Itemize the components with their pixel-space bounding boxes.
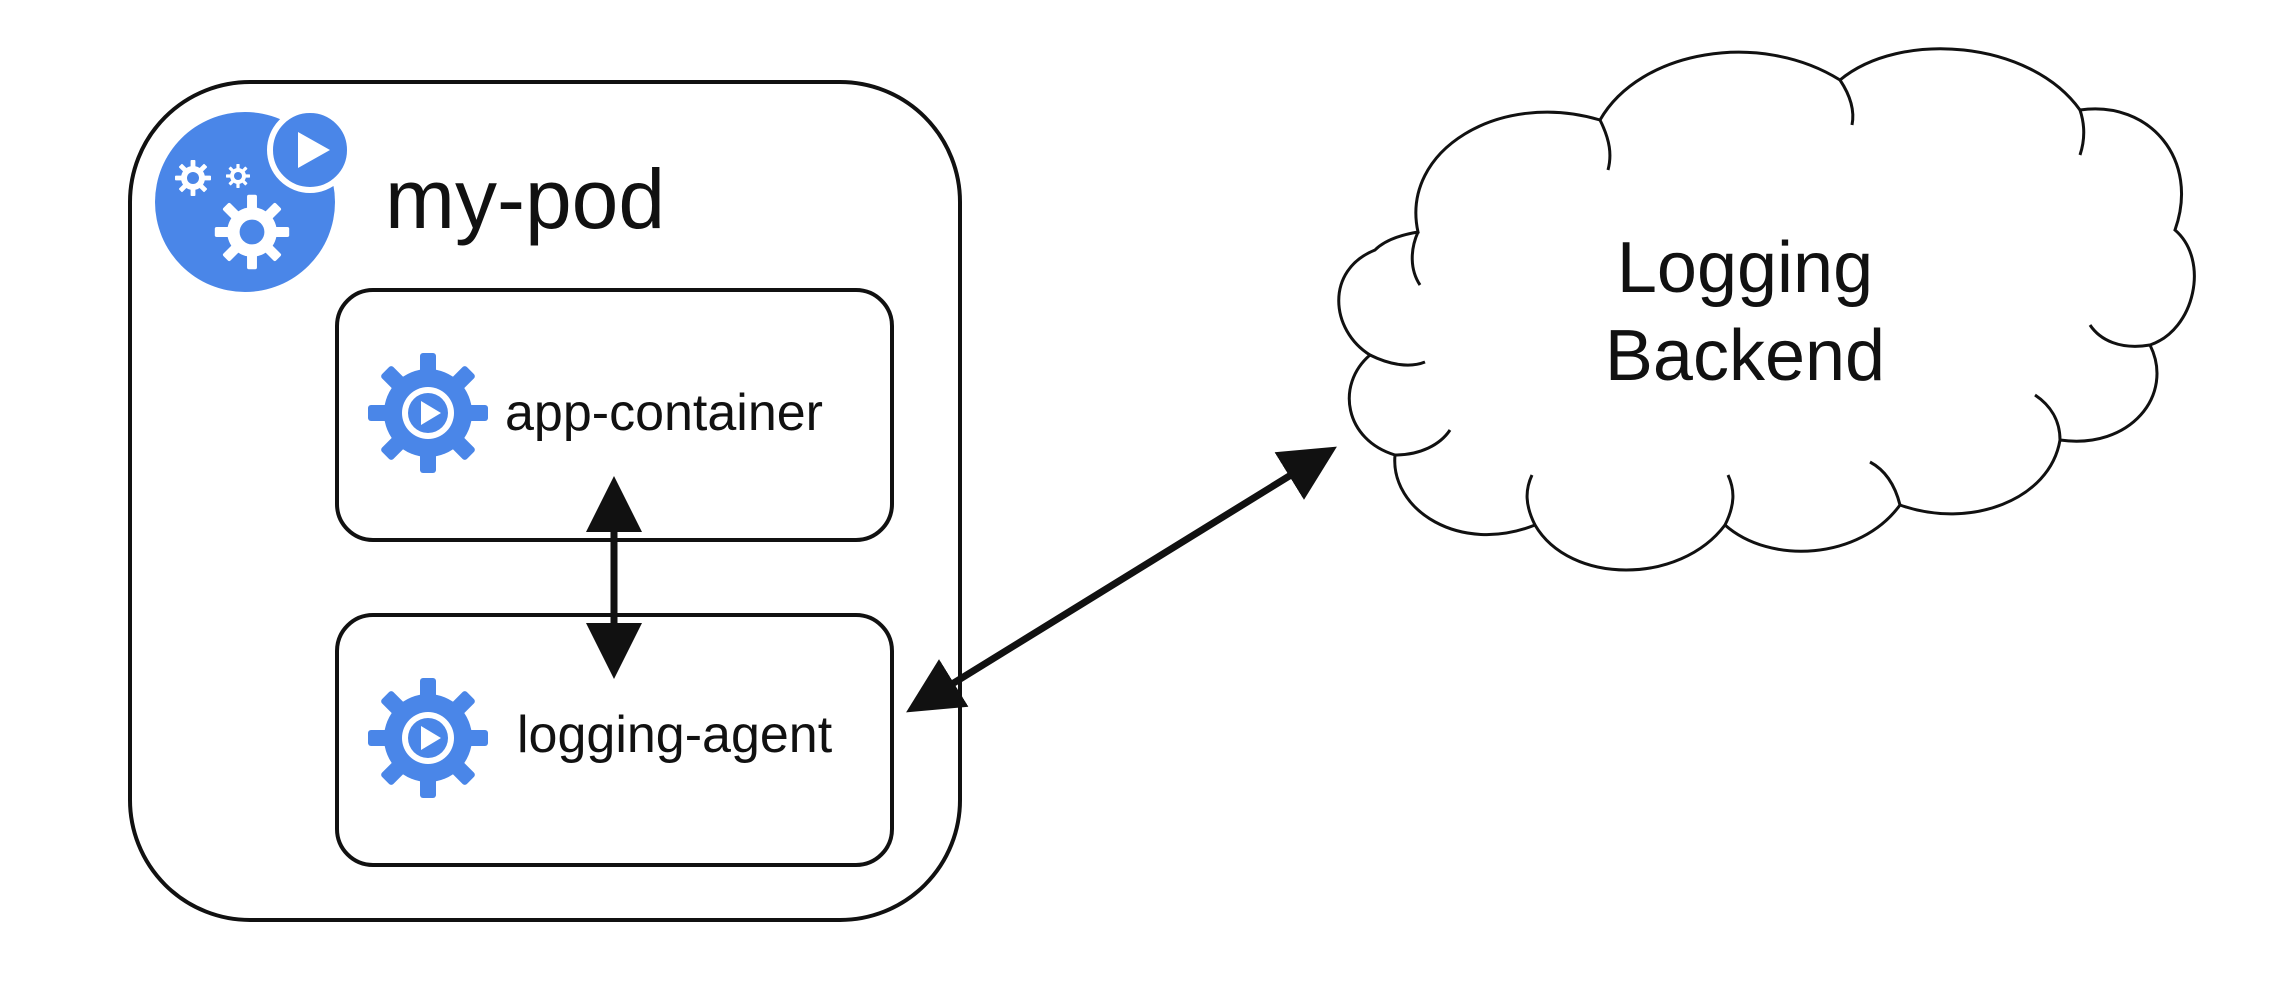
backend-label-line2: Backend [1605,316,1885,396]
backend-double-arrow [906,446,1337,713]
cloud-detail-lines [1369,79,2151,526]
container-gear-icon [368,678,488,798]
logging-backend-cloud [1337,47,2196,572]
backend-label-line1: Logging [1617,228,1873,308]
container-label: app-container [505,384,823,442]
container-gear-icon [368,353,488,473]
container-label: logging-agent [517,706,833,764]
pod-title: my-pod [385,152,665,246]
pod-gears-icon [155,107,353,292]
